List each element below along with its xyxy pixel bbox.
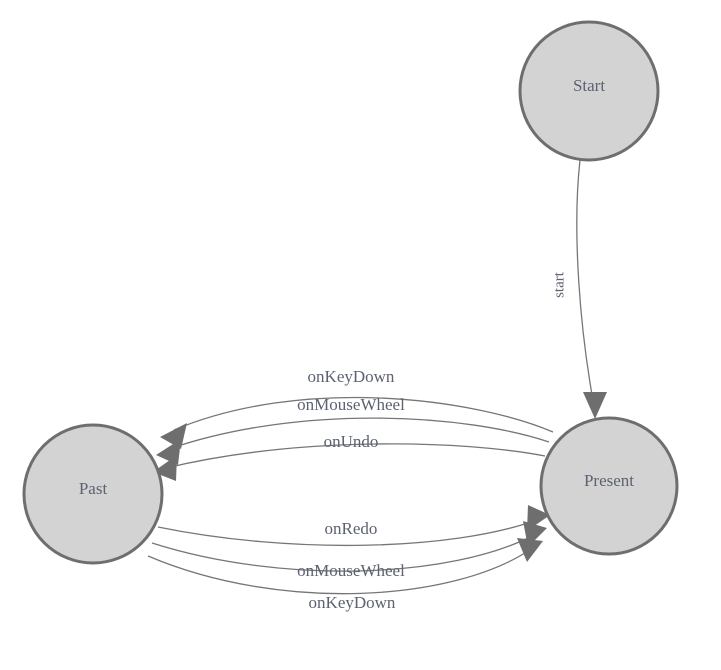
node-circle-past[interactable]: [22, 423, 164, 565]
edge-line[interactable]: [168, 417, 550, 450]
edge-label-e-present-past-onundo: onUndo: [324, 432, 379, 451]
edge-label-e-present-past-onkeydown: onKeyDown: [308, 367, 395, 386]
edge-label-e-past-present-onmousewheel: onMouseWheel: [297, 561, 405, 580]
node-past[interactable]: Past: [22, 423, 164, 565]
edge-line[interactable]: [157, 519, 538, 547]
edge-line[interactable]: [165, 443, 546, 469]
node-label-past: Past: [79, 479, 108, 498]
edge-label-e-past-present-onkeydown: onKeyDown: [309, 593, 396, 612]
edge-line[interactable]: [147, 548, 532, 595]
node-present[interactable]: Present: [539, 416, 679, 556]
node-label-present: Present: [584, 471, 634, 490]
edge-e-start[interactable]: [576, 159, 607, 419]
edge-e-past-present-onkeydown[interactable]: [147, 538, 543, 595]
edges-group: [147, 159, 607, 595]
arrowhead-icon: [583, 392, 607, 419]
edge-line[interactable]: [151, 534, 535, 572]
edge-labels-group: start onKeyDown onMouseWheel onUndo onRedo on…: [297, 271, 567, 612]
arrowhead-icon: [517, 538, 543, 562]
arrowhead-icon: [153, 455, 177, 481]
node-circle-present[interactable]: [539, 416, 679, 556]
edge-line[interactable]: [173, 396, 554, 433]
edge-line[interactable]: [576, 159, 595, 407]
edge-label-e-past-present-onredo: onRedo: [325, 519, 378, 538]
edge-label-e-present-past-onmousewheel: onMouseWheel: [297, 395, 405, 414]
node-circle-start[interactable]: [518, 20, 660, 162]
node-label-start: Start: [573, 76, 605, 95]
edge-label-e-start: start: [551, 271, 567, 298]
node-start[interactable]: Start: [518, 20, 660, 162]
edge-e-present-past-onundo[interactable]: [153, 443, 546, 481]
